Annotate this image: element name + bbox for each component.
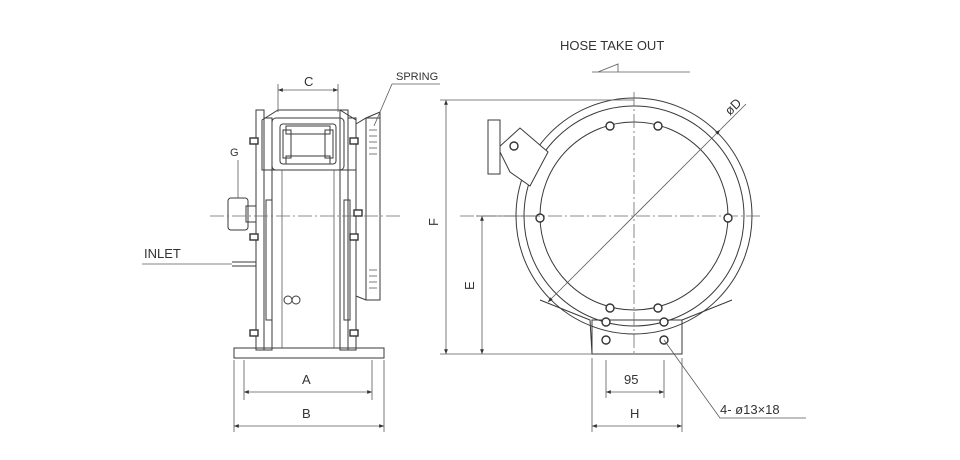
- dim-95-label: 95: [624, 372, 638, 387]
- top-bracket: [261, 109, 357, 171]
- holes-label: 4- ø13×18: [720, 402, 780, 417]
- roller-left: [282, 129, 292, 159]
- left-frame-inner: [263, 117, 273, 351]
- roller-right: [324, 129, 334, 159]
- g-label: G: [230, 147, 239, 159]
- c-dimension-label: C: [304, 74, 313, 89]
- left-frame-plate: [255, 109, 265, 351]
- phi-d-label: øD: [722, 95, 745, 118]
- guide-arm: [497, 127, 549, 187]
- guide-roller: [487, 119, 501, 175]
- roller-housing: [271, 117, 345, 171]
- spring-case: [365, 117, 381, 301]
- take-out-arrow: [597, 63, 619, 73]
- f-dimension-label: F: [426, 218, 441, 226]
- inlet-label: INLET: [144, 246, 181, 261]
- roller-bottom: [285, 155, 331, 165]
- left-flange: [265, 199, 273, 321]
- side-view: [210, 109, 400, 359]
- front-view: [460, 92, 760, 356]
- spring-housing: [355, 111, 381, 301]
- b-dimension-label: B: [302, 406, 311, 421]
- base-plate: [233, 347, 385, 359]
- hose-take-out-label: HOSE TAKE OUT: [560, 38, 664, 53]
- spring-label: SPRING: [396, 71, 438, 83]
- inlet-swivel: [227, 197, 249, 231]
- roller-top: [285, 125, 331, 135]
- a-dimension-label: A: [302, 372, 311, 387]
- swivel-stub: [245, 205, 257, 223]
- e-dimension-label: E: [462, 281, 477, 290]
- right-flange: [343, 199, 351, 321]
- h-dimension-label: H: [630, 406, 639, 421]
- front-dimensions: [440, 63, 806, 432]
- side-dimensions: [142, 83, 440, 432]
